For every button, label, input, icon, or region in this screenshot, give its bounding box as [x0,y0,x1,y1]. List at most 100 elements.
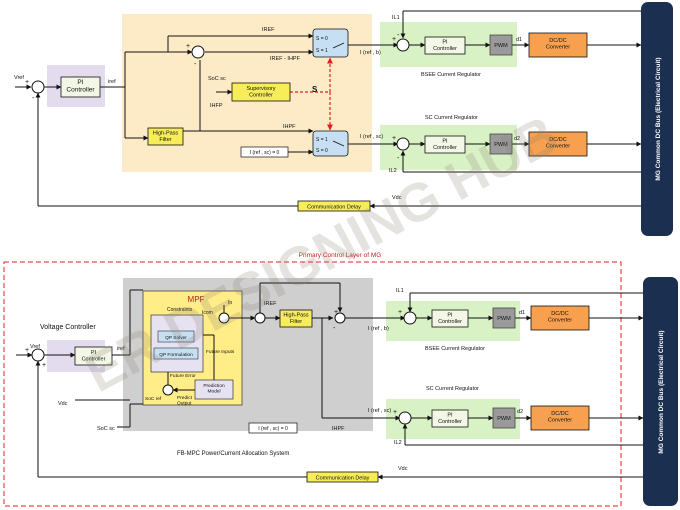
svg-text:+: + [393,409,397,416]
qp-formulation-label: QP Formulation [159,352,193,358]
svg-text:+: + [392,135,396,142]
top-iref-label: iref [108,79,116,85]
top-comm-delay [297,200,371,212]
bottom-pi-bsee [431,309,469,328]
bottom-diagram: MPF Constraints QP Solver QP Formulation… [16,277,678,506]
top-pi-sc [424,135,466,154]
bottom-il1-label: IL1 [396,288,404,294]
bottom-vref-label: Vref [30,344,40,350]
top-switch-sc-s1: S = 1 [316,137,328,143]
bottom-sum-bsee [403,311,417,325]
future-error-label: Future Error [170,373,196,379]
bottom-iref-mid-label: IREF [264,301,277,307]
top-s-label: S [312,85,318,94]
bottom-sum-sc [398,411,412,425]
in-label: In [228,300,232,306]
top-sum-bsee [396,38,410,52]
top-pwm-bsee-label: PWM [494,43,508,49]
svg-text:+: + [334,309,338,316]
bottom-comm-delay-label: Communication Delay [316,476,370,482]
top-switch-bsee-s0: S = 0 [316,36,328,42]
top-i-ref-sc-label: I (ref , sc) [360,134,383,140]
top-sum-voltage [31,80,45,94]
bottom-pwm-sc-label: PWM [497,416,511,422]
bottom-dc-bus [643,277,678,506]
top-switch-sc-s0: S = 0 [316,148,328,154]
bottom-sum-voltage [31,348,45,362]
top-ihpf-label: IHPF [283,124,296,130]
bottom-wires [16,282,644,480]
bottom-iref-label: iref [117,346,125,352]
voltage-controller-label: Voltage Controller [40,324,96,331]
top-switch-bsee [312,28,349,58]
bottom-i-ref-sc-zero-box [248,422,298,434]
svg-text:-: - [194,61,197,68]
svg-text:+: + [398,309,402,316]
bottom-pi-sc [431,409,469,428]
top-soc-label: SoC sc [208,76,226,82]
top-sc-caption: SC Current Regulator [425,115,478,121]
bottom-sum-in [254,312,266,324]
bottom-converter-sc [530,405,590,431]
fb-mpc-caption: FB-MPC Power/Current Allocation System [177,451,289,457]
svg-text:+: + [25,79,29,86]
top-vdc-label: Vdc [392,195,402,201]
top-dc-bus-label: MG Common DC Bus (Electrical Circuit) [655,57,662,180]
icom-label: Icom [202,310,213,316]
top-pwm-sc [489,133,513,155]
top-d2-label: d2 [514,136,520,142]
bottom-vdc-left-label: Vdc [58,401,68,407]
bottom-d1-label: d1 [519,310,525,316]
svg-text:+: + [392,36,396,43]
top-vref-label: Vref [14,75,24,81]
top-d1-label: d1 [516,37,522,43]
bottom-vdc-label: Vdc [398,466,408,472]
top-pi-bsee [424,36,466,55]
top-sum-hpf [191,45,205,59]
top-switch-bsee-s1: S = 1 [316,48,328,54]
svg-text:-: - [397,32,400,39]
top-wires [15,10,642,209]
bottom-il2-label: IL2 [394,440,402,446]
bottom-soc-sc-label: SoC sc [97,426,115,432]
bottom-d2-label: d2 [517,409,523,415]
soc-ref-label: SoC ref [145,396,162,402]
top-signs: +- +- +- +- [25,32,400,162]
svg-text:-: - [397,155,400,162]
top-bsee-caption: BSEE Current Regulator [421,72,481,78]
bottom-pwm-bsee [492,307,516,329]
svg-text:-: - [32,95,35,102]
qp-solver-label: QP Solver [165,335,187,341]
bottom-sum-hpf [334,312,346,324]
bottom-i-ref-sc-zero: I (ref , sc) = 0 [258,426,288,432]
top-iref-top-label: IREF [262,27,275,33]
top-sum-sc [396,137,410,151]
top-comm-delay-label: Communication Delay [307,205,361,211]
bottom-bsee-caption: BSEE Current Regulator [425,346,485,352]
top-supervisory-controller [231,82,291,102]
bottom-pwm-bsee-label: PWM [497,316,511,322]
top-i-ref-b-label: I (ref , b) [360,50,381,56]
bottom-pwm-sc [492,407,516,429]
primary-control-label: Primary Control Layer of MG [299,252,382,259]
top-iref-ihpf-label: IREF - IHPF [270,56,301,62]
top-i-ref-sc-zero: I (ref , sc) = 0 [250,150,280,156]
qp-solver-block [157,330,195,343]
top-switch-sc [312,130,349,157]
svg-text:+: + [186,43,190,50]
bottom-hpf-block [279,309,313,328]
top-ihfp-label: IHFP [210,103,223,109]
svg-text:+: + [25,347,29,354]
top-dc-bus [641,2,673,236]
bottom-signs: ++ +- + + [25,309,402,416]
top-converter-bsee [528,32,588,58]
